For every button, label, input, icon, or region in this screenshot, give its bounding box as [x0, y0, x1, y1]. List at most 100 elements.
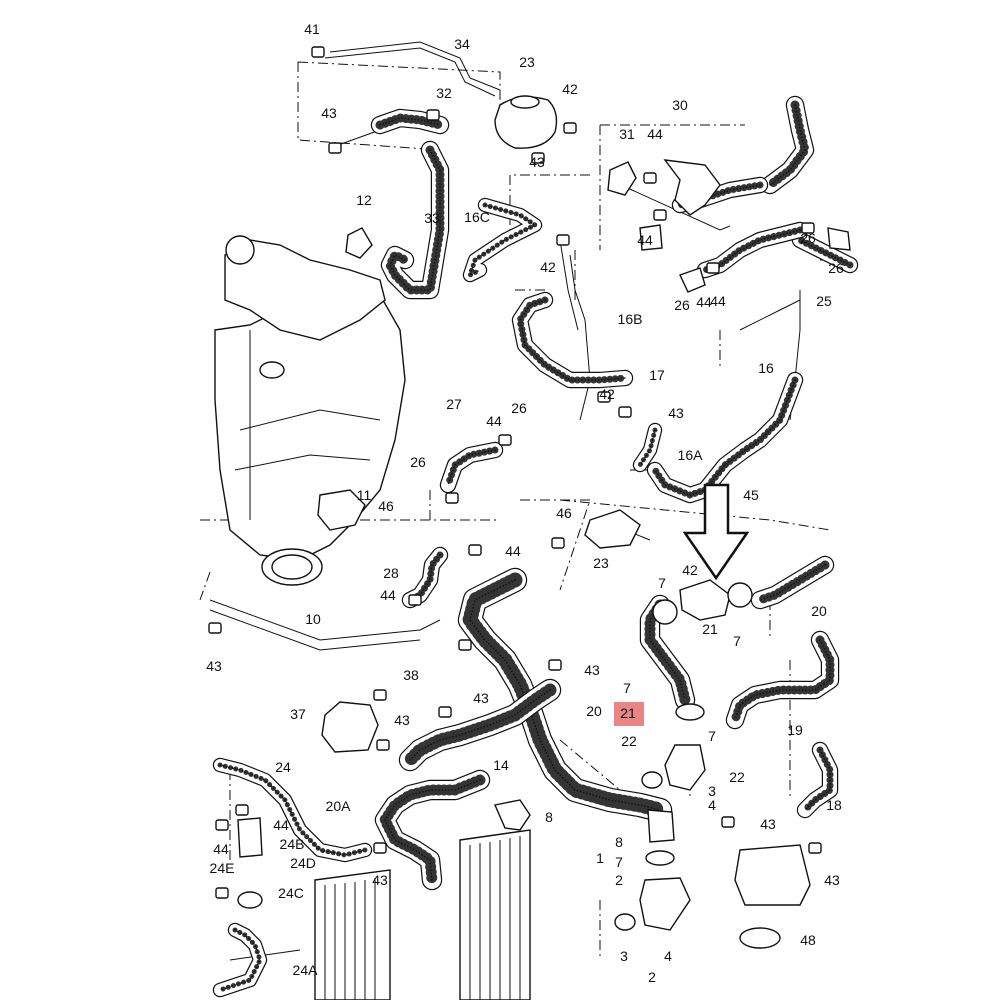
hose-clip: [643, 172, 657, 184]
callout-label: 16C: [464, 209, 490, 225]
hose-clip: [373, 689, 387, 701]
callout-label: 26: [511, 400, 527, 416]
tubes-and-pipes: [209, 41, 801, 961]
hose-clip: [801, 222, 815, 234]
callout-label: 2: [648, 969, 656, 985]
hose-clip: [373, 842, 387, 854]
callout-label: 28: [383, 565, 399, 581]
callout-label: 4: [664, 948, 672, 964]
hose: [380, 140, 450, 300]
o-ring: [727, 582, 753, 608]
callout-label: 26: [800, 230, 816, 246]
callout-label: 25: [816, 293, 832, 309]
callout-label: 44: [486, 413, 502, 429]
callout-label: 24E: [210, 860, 235, 876]
hose-clip: [311, 46, 325, 58]
connector: [639, 224, 663, 251]
hose: [462, 197, 543, 283]
callout-label: 44: [647, 126, 663, 142]
hose: [374, 769, 491, 891]
hose-clip: [551, 537, 565, 549]
callout-label: 17: [649, 367, 665, 383]
callout-label: 41: [304, 21, 320, 37]
oil-cooler: [734, 844, 811, 906]
callout-label: 16B: [618, 311, 643, 327]
hose-clip: [458, 639, 472, 651]
hose: [632, 422, 663, 473]
hose-clip: [426, 109, 440, 121]
hose-clip: [376, 739, 390, 751]
callout-label: 42: [562, 81, 578, 97]
callout-label: 43: [473, 690, 489, 706]
clamp: [645, 850, 675, 866]
hose-clamp: [739, 927, 781, 949]
callout-label: 22: [729, 769, 745, 785]
callout-label: 18: [826, 797, 842, 813]
callout-label: 7: [615, 854, 623, 870]
clamp: [675, 703, 705, 721]
hose: [398, 678, 562, 772]
callout-label: 21: [702, 621, 718, 637]
callout-label: 34: [454, 36, 470, 52]
callout-label: 7: [708, 728, 716, 744]
clip: [494, 799, 531, 831]
callout-label: 8: [615, 834, 623, 850]
callout-label: 16: [758, 360, 774, 376]
callout-label: 44: [637, 232, 653, 248]
hose-clip: [531, 152, 545, 164]
hose-clip: [706, 262, 720, 274]
radiator-left: [314, 869, 391, 1000]
callout-label: 14: [493, 757, 509, 773]
hose-clip: [556, 234, 570, 246]
connector-22: [664, 744, 706, 791]
callout-label: 42: [682, 562, 698, 578]
hose: [457, 567, 673, 823]
engine-block: [214, 235, 406, 586]
callout-label: 7: [623, 680, 631, 696]
hose-clip: [498, 434, 512, 446]
hose-end: [647, 809, 675, 843]
callout-label: 42: [599, 386, 615, 402]
callout-label: 46: [378, 498, 394, 514]
callout-label: 4: [708, 797, 716, 813]
callout-label: 43: [529, 154, 545, 170]
o-ring: [614, 913, 636, 931]
hose: [725, 630, 840, 730]
callout-label: 8: [545, 809, 553, 825]
radiator-right: [459, 829, 531, 1000]
callout-label: 44: [380, 587, 396, 603]
o-ring: [652, 599, 678, 625]
callout-label: 26: [674, 297, 690, 313]
connector: [827, 227, 851, 251]
callout-label: 44: [273, 817, 289, 833]
hose: [212, 922, 268, 998]
callout-label: 43: [206, 658, 222, 674]
hose-clip: [563, 122, 577, 134]
hoses: [212, 95, 859, 998]
hose: [791, 231, 859, 274]
callout-label: 19: [787, 722, 803, 738]
callout-label: 3: [620, 948, 628, 964]
highlighted-label: 21: [620, 705, 636, 721]
callout-label: 24D: [290, 855, 316, 871]
callout-label: 24A: [293, 962, 319, 978]
callout-label: 1: [596, 850, 604, 866]
callout-label: 24C: [278, 885, 304, 901]
hose-clip: [408, 594, 422, 606]
callout-label: 22: [621, 733, 637, 749]
hose: [401, 546, 449, 609]
callout-label: 33: [424, 210, 440, 226]
callout-label: 2: [615, 872, 623, 888]
callout-label: 16A: [678, 447, 704, 463]
small-reservoir: [321, 701, 379, 753]
callout-label: 24B: [280, 836, 305, 852]
coolant-pipe-30: [663, 159, 721, 216]
callout-label: 7: [658, 575, 666, 591]
callout-label: 43: [372, 872, 388, 888]
hose: [212, 757, 373, 863]
callout-label: 30: [672, 97, 688, 113]
flange: [584, 509, 641, 549]
callout-label: 20A: [326, 798, 352, 814]
o-ring: [641, 771, 663, 789]
